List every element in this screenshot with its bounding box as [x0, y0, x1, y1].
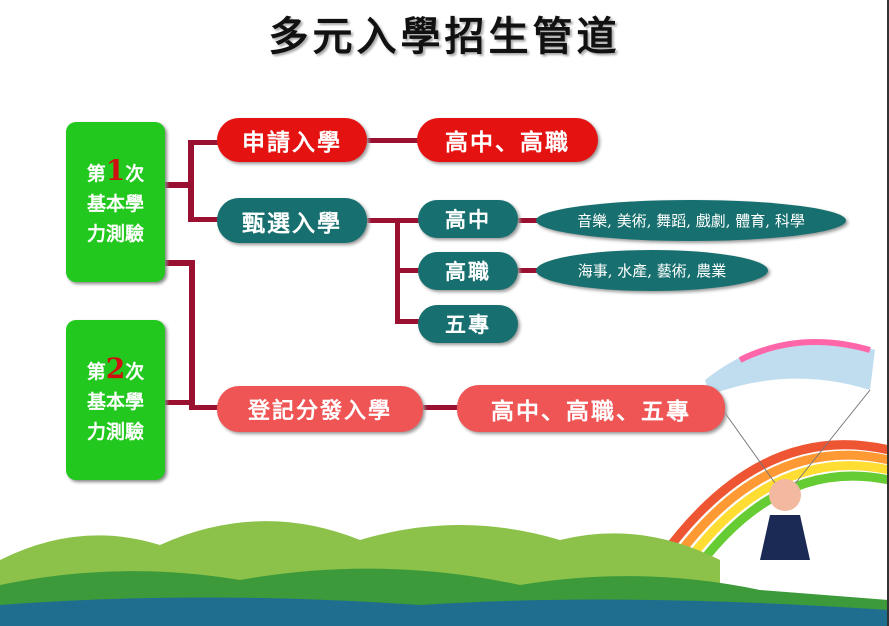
connector: [423, 405, 459, 410]
connector: [188, 140, 218, 145]
exam-1-line3: 力測驗: [86, 222, 144, 245]
parachute: [705, 339, 875, 560]
connector: [165, 260, 195, 266]
hills: [0, 521, 887, 626]
connector: [367, 218, 419, 223]
girl-head: [769, 479, 801, 511]
exam-1-prefix: 第: [86, 162, 106, 185]
selection-vocational-node: 高職: [418, 252, 518, 290]
connector: [367, 138, 419, 143]
selection-admission-node: 甄選入學: [217, 198, 367, 243]
page-title: 多元入學招生管道: [268, 13, 621, 60]
selection-junior-college-node: 五專: [418, 305, 518, 343]
connector: [165, 182, 193, 188]
exam-2-prefix: 第: [86, 360, 106, 383]
exam-1-box: 第1次 基本學 力測驗: [66, 122, 165, 282]
exam-2-suffix: 次: [125, 360, 145, 383]
connector: [516, 268, 538, 273]
exam-2-line3: 力測驗: [86, 420, 144, 443]
connector: [188, 217, 218, 222]
connector: [189, 405, 219, 410]
high-school-specialties: 音樂, 美術, 舞蹈, 戲劇, 體育, 科學: [536, 200, 846, 241]
exam-2-number: 2: [105, 351, 126, 385]
exam-1-line2: 基本學: [86, 192, 144, 215]
registration-admission-node: 登記分發入學: [217, 386, 423, 432]
connector: [188, 140, 194, 222]
registration-target-node: 高中、高職、五專: [457, 385, 725, 432]
connector: [395, 268, 419, 273]
exam-2-line2: 基本學: [86, 390, 144, 413]
connector: [189, 260, 195, 410]
apply-target-node: 高中、高職: [417, 118, 598, 162]
connector: [516, 218, 538, 223]
exam-1-number: 1: [105, 153, 126, 187]
apply-admission-node: 申請入學: [217, 118, 367, 162]
vocational-specialties: 海事, 水產, 藝術, 農業: [536, 250, 768, 291]
exam-1-suffix: 次: [125, 162, 145, 185]
selection-high-school-node: 高中: [418, 200, 518, 238]
connector: [165, 400, 193, 405]
exam-2-box: 第2次 基本學 力測驗: [66, 320, 165, 480]
connector: [395, 319, 419, 324]
